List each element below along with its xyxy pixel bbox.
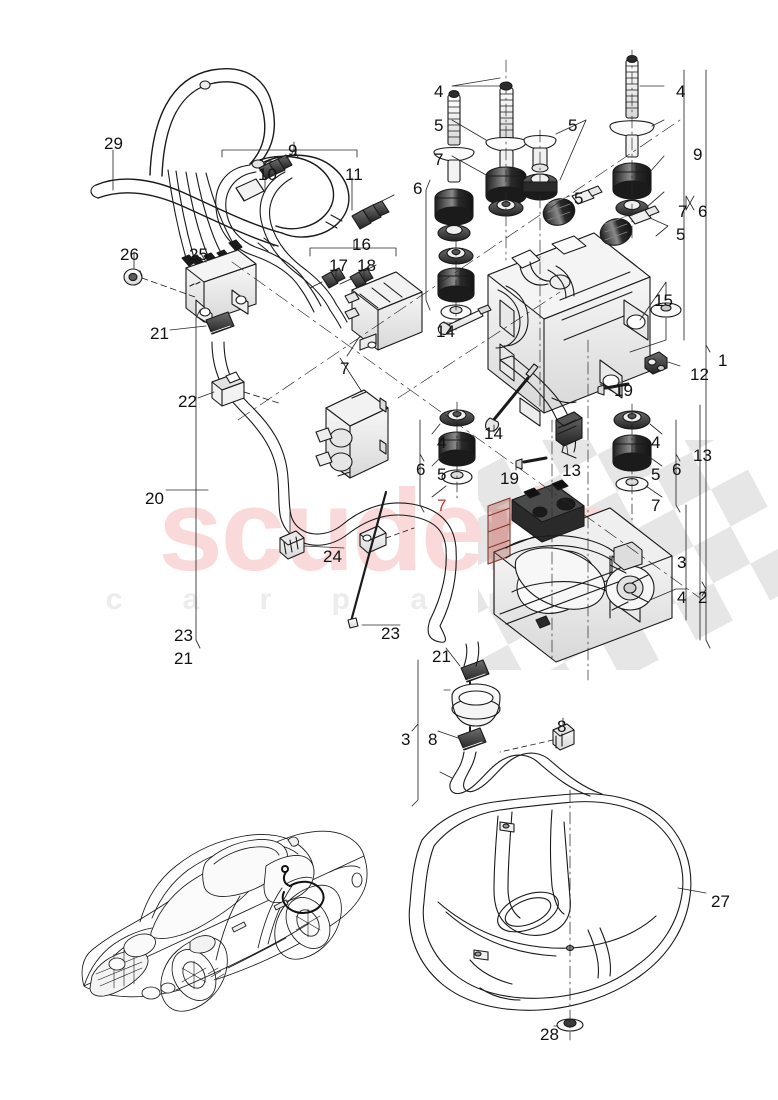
callout-4: 4 [434,82,444,101]
part-24-clip [279,530,305,560]
callout-29: 29 [104,134,123,153]
part-22-clip [211,371,245,407]
callout-1: 1 [718,351,728,370]
part-12-retainer [644,351,668,375]
callout-6: 6 [413,179,423,198]
fastener-stack-f [438,401,476,503]
callout-13: 13 [562,461,581,480]
callout-26: 26 [120,245,139,264]
callout-5: 5 [651,465,661,484]
part-8-clamp-a [457,727,487,751]
callout-10: 10 [258,165,277,184]
callout-4: 4 [651,433,661,452]
callout-6: 6 [698,202,708,221]
callout-9: 9 [693,145,703,164]
callout-27: 27 [711,892,730,911]
fastener-stack-c [437,239,475,331]
part-7-valve-block-lower [315,357,389,479]
part-3-air-filter [449,641,603,797]
part-23-cable-tie [347,490,388,629]
part-13-bracket-clip [555,411,583,447]
leader-lines [112,49,711,1027]
callout-7: 7 [437,496,447,515]
callout-11: 11 [345,165,363,184]
callout-13: 13 [693,446,712,465]
callout-17: 17 [329,256,348,275]
callout-7: 7 [340,359,350,378]
callout-20: 20 [145,489,164,508]
callout-23: 23 [174,626,193,645]
part-25-control-module [123,249,257,327]
callout-16: 16 [352,235,371,254]
callout-28: 28 [540,1025,559,1044]
callout-22: 22 [178,392,197,411]
part-14-bolts [437,304,539,432]
callout-8: 8 [557,717,567,736]
callout-5: 5 [568,116,578,135]
callout-4: 4 [677,588,687,607]
callout-24: 24 [323,547,342,566]
callout-6: 6 [672,460,682,479]
fastener-stacks [433,54,682,525]
callout-9: 9 [288,141,298,160]
part-27-cover [408,789,692,1041]
callout-4: 4 [676,82,686,101]
part-2-compressor [487,479,673,663]
part-8-clip-b [552,723,575,751]
part-21-clamp-filter [460,659,490,683]
part-5-bushings [542,185,660,246]
callout-5: 5 [434,116,444,135]
fastener-stack-g [612,403,652,525]
callout-23: 23 [381,624,400,643]
part-29-hose-harness [90,68,350,267]
callout-21: 21 [150,324,169,343]
callout-25: 25 [189,245,208,264]
callout-14: 14 [484,424,503,443]
part-7-valve-block-upper [344,271,423,351]
callout-6: 6 [416,460,426,479]
callout-7: 7 [651,496,661,515]
callout-12: 12 [690,365,709,384]
part-20-supply-line [205,311,457,643]
part-1-air-supply-unit [487,232,651,459]
callout-14: 14 [436,322,455,341]
callout-3: 3 [677,553,687,572]
fastener-stack-b [433,89,475,242]
callout-7: 7 [434,150,444,169]
callout-3: 3 [401,730,411,749]
callout-19: 19 [614,381,633,400]
callout-4: 4 [437,433,447,452]
part-26-nut [123,268,143,286]
callout-7: 7 [678,202,688,221]
callout-5: 5 [676,225,686,244]
part-15-washer [650,302,682,318]
callout-21: 21 [432,647,451,666]
callout-21: 21 [174,649,193,668]
part-19-bolts [515,382,630,470]
callout-18: 18 [357,256,376,275]
part-9-air-lines [215,153,395,329]
callout-2: 2 [698,588,708,607]
callout-5: 5 [437,465,447,484]
callout-19: 19 [500,469,519,488]
callout-8: 8 [428,730,438,749]
vehicle-illustration [81,830,368,1012]
callout-5: 5 [574,189,584,208]
callout-15: 15 [654,291,673,310]
part-21-clamp-upper [205,311,235,335]
